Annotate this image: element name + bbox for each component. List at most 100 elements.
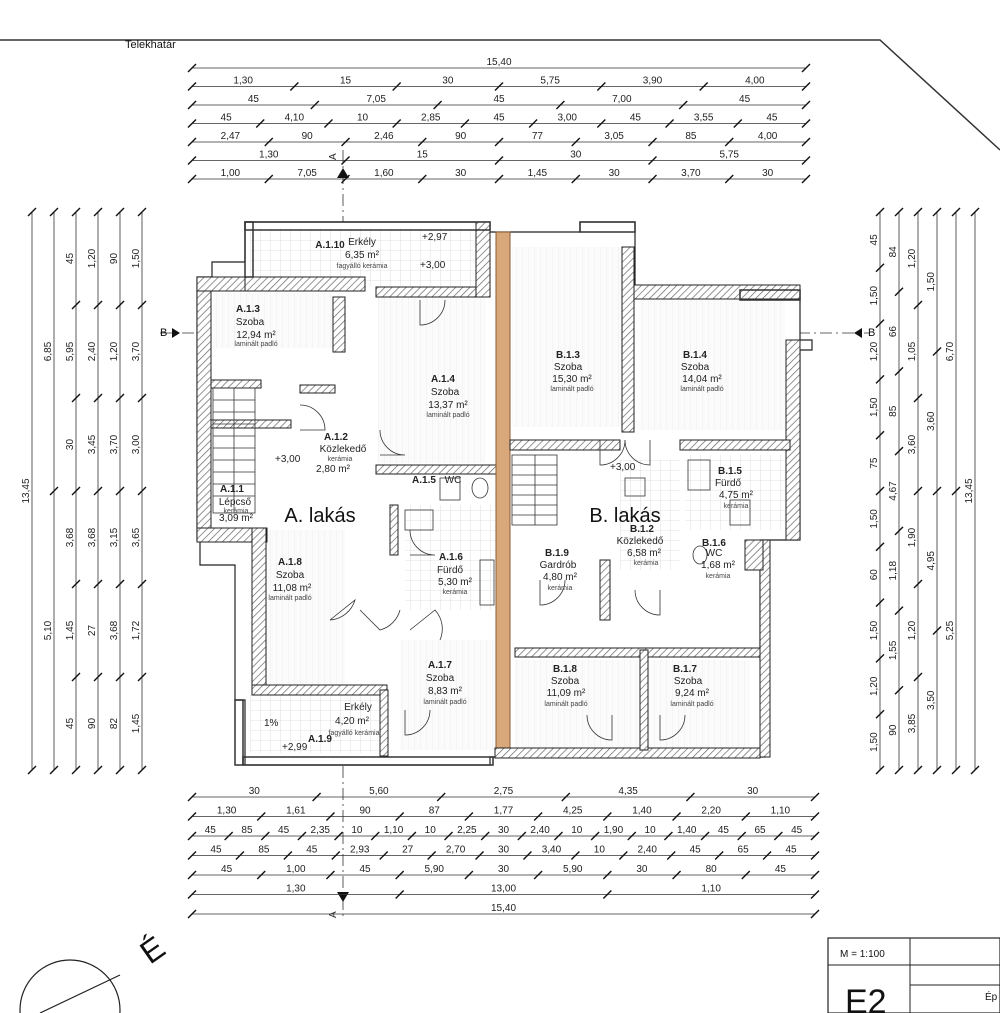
left-dim-5-1: 3,70 <box>131 341 142 361</box>
right-dim-2-3: 3,50 <box>926 690 937 710</box>
room-a14-finish: laminált padló <box>426 412 469 419</box>
room-b15-finish: kerámia <box>724 503 749 510</box>
bottom-dim-2-9: 2,40 <box>530 825 550 836</box>
section-a-bottom-arrow <box>337 892 349 902</box>
room-a110-finish: fagyálló kerámia <box>337 263 388 270</box>
top-dim-4-3: 90 <box>455 131 467 142</box>
room-a17-finish: laminált padló <box>423 699 466 706</box>
bottom-dim-4-6: 30 <box>636 864 648 875</box>
top-dim-6-4: 1,45 <box>528 168 548 179</box>
top-dim-3-5: 3,00 <box>557 113 577 124</box>
bottom-dim-3-0: 45 <box>210 845 222 856</box>
right-dim-4-3: 4,67 <box>888 481 899 501</box>
bottom-dim-2-5: 1,10 <box>384 825 404 836</box>
room-a18-code: A.1.8 <box>278 557 302 568</box>
top-dim-5-1: 15 <box>417 150 429 161</box>
left-dim-3-3: 3,68 <box>87 527 98 547</box>
room-b17-finish: laminált padló <box>670 701 713 708</box>
top-dim-3-6: 45 <box>630 113 642 124</box>
left-dim-4-2: 3,70 <box>109 434 120 454</box>
top-dim-6-3: 30 <box>455 168 467 179</box>
bottom-dim-1-8: 1,10 <box>771 806 791 817</box>
right-dim-5-6: 60 <box>869 569 880 581</box>
room-b17-area: 9,24 m² <box>675 688 710 699</box>
left-dim-2-2: 30 <box>65 439 76 451</box>
left-dim-2-3: 3,68 <box>65 527 76 547</box>
room-b14-code: B.1.4 <box>683 350 707 361</box>
top-dim-1-4: 3,90 <box>643 76 663 87</box>
left-dim-2-5: 45 <box>65 718 76 730</box>
top-dim-6-0: 1,00 <box>221 168 241 179</box>
room-b14-finish: laminált padló <box>680 386 723 393</box>
bottom-dim-2-7: 2,25 <box>457 825 477 836</box>
room-b17-name: Szoba <box>674 676 703 687</box>
right-dim-3-1: 1,05 <box>907 341 918 361</box>
right-dim-5-5: 1,50 <box>869 509 880 529</box>
top-dim-3-0: 45 <box>221 113 233 124</box>
room-a13-name: Szoba <box>236 317 265 328</box>
room-a110-name: Erkély <box>348 237 376 248</box>
bottom-dim-3-7: 3,40 <box>542 845 562 856</box>
top-dim-0-0: 15,40 <box>486 57 511 68</box>
bottom-dim-1-6: 1,40 <box>632 806 652 817</box>
bottom-dim-3-11: 65 <box>738 845 750 856</box>
room-b18-finish: laminált padló <box>544 701 587 708</box>
top-dim-4-6: 85 <box>685 131 697 142</box>
room-a16-area: 5,30 m² <box>438 577 473 588</box>
bottom-dim-1-7: 2,20 <box>701 806 721 817</box>
left-dim-5-4: 1,72 <box>131 620 142 640</box>
bottom-dim-3-3: 2,93 <box>350 845 370 856</box>
level-marks: +2,97 +3,00 +3,00 +3,00 +2,99 1% <box>264 232 636 753</box>
north-arrow: É <box>19 929 171 1013</box>
top-dim-6-2: 1,60 <box>374 168 394 179</box>
bottom-dim-4-0: 45 <box>221 864 233 875</box>
left-dim-3-4: 27 <box>87 625 98 637</box>
room-b18-code: B.1.8 <box>553 664 577 675</box>
left-dim-4-5: 82 <box>109 718 120 730</box>
bottom-dim-0-4: 30 <box>747 786 759 797</box>
bottom-dim-4-8: 45 <box>775 864 787 875</box>
top-dim-5-0: 1,30 <box>259 150 279 161</box>
top-dim-4-7: 4,00 <box>758 131 778 142</box>
top-dim-6-5: 30 <box>609 168 621 179</box>
bottom-dim-0-2: 2,75 <box>494 786 514 797</box>
right-dim-5-1: 1,50 <box>869 286 880 306</box>
right-dim-4-1: 66 <box>888 326 899 338</box>
right-dim-3-4: 1,20 <box>907 620 918 640</box>
bottom-dim-2-13: 1,40 <box>677 825 697 836</box>
bottom-dim-2-6: 10 <box>425 825 437 836</box>
room-b15-name: Fürdő <box>715 478 742 489</box>
stair-a <box>212 387 256 514</box>
top-dim-5-3: 5,75 <box>720 150 740 161</box>
top-dim-6-1: 7,05 <box>297 168 317 179</box>
balcony-rails <box>234 221 801 766</box>
bottom-dim-3-9: 2,40 <box>638 845 658 856</box>
floor-fills <box>213 228 785 753</box>
room-a17-code: A.1.7 <box>428 660 452 671</box>
room-a11-area: 3,09 m² <box>219 513 254 524</box>
top-dim-5-2: 30 <box>570 150 582 161</box>
room-a12-code: A.1.2 <box>324 432 348 443</box>
left-dim-4-3: 3,15 <box>109 527 120 547</box>
bottom-dim-0-1: 5,60 <box>369 786 389 797</box>
title-block: M = 1:100 E2 Ép <box>827 937 1000 1013</box>
room-b16-finish: kerámia <box>706 573 731 580</box>
bottom-dim-2-16: 45 <box>791 825 803 836</box>
level-2: +3,00 <box>420 260 446 271</box>
bottom-dim-4-3: 5,90 <box>425 864 445 875</box>
room-a16-code: A.1.6 <box>439 552 463 563</box>
room-a13-code: A.1.3 <box>236 304 260 315</box>
room-a16-name: Fürdő <box>437 565 464 576</box>
bottom-dim-1-3: 87 <box>429 806 441 817</box>
right-dim-5-2: 1,20 <box>869 341 880 361</box>
level-1: +2,97 <box>422 232 448 243</box>
top-dim-4-5: 3,05 <box>604 131 624 142</box>
bottom-dim-3-1: 85 <box>258 845 270 856</box>
room-a17-name: Szoba <box>426 673 455 684</box>
right-dim-3-3: 1,90 <box>907 527 918 547</box>
room-b13-name: Szoba <box>554 362 583 373</box>
top-dim-2-0: 45 <box>248 94 260 105</box>
sheet-number: E2 <box>845 983 887 1013</box>
right-dim-4-2: 85 <box>888 405 899 417</box>
